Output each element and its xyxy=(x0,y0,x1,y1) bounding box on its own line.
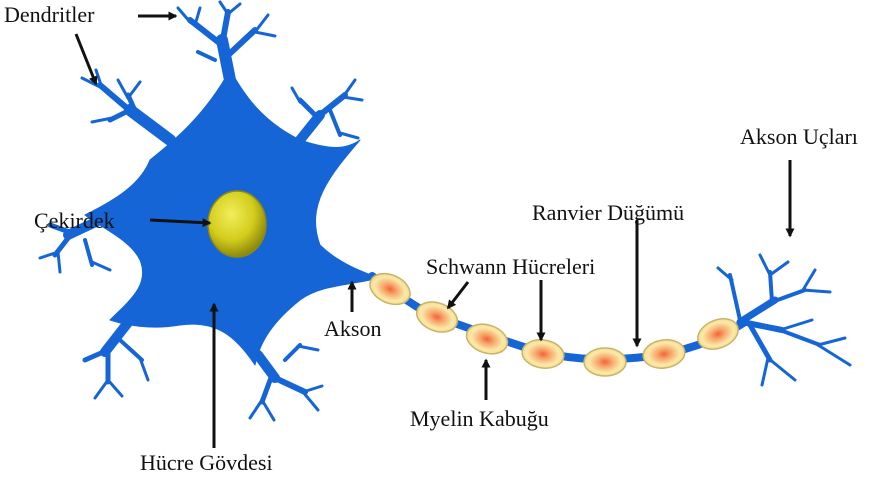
schwann-cell xyxy=(520,337,565,371)
label-node-of-ranvier: Ranvier Düğümü xyxy=(532,200,684,225)
schwann-cell xyxy=(412,297,461,338)
label-myelin-sheath: Myelin Kabuğu xyxy=(410,406,549,431)
label-schwann-cells: Schwann Hücreleri xyxy=(426,254,595,279)
nucleus xyxy=(208,191,266,257)
label-axon-terminals: Akson Uçları xyxy=(740,124,858,149)
label-nucleus: Çekirdek xyxy=(34,208,115,233)
schwann-cell xyxy=(641,337,686,371)
axon-terminals xyxy=(718,255,850,385)
schwann-cell xyxy=(693,313,742,355)
label-cell-body: Hücre Gövdesi xyxy=(140,450,273,475)
neuron xyxy=(40,2,850,420)
arrow-schwann xyxy=(448,282,468,308)
label-dendrites: Dendritler xyxy=(4,2,95,27)
schwann-cell xyxy=(584,348,626,376)
arrow-dendrites-down xyxy=(76,34,96,84)
schwann-cells xyxy=(365,268,743,376)
label-axon: Akson xyxy=(324,316,381,341)
